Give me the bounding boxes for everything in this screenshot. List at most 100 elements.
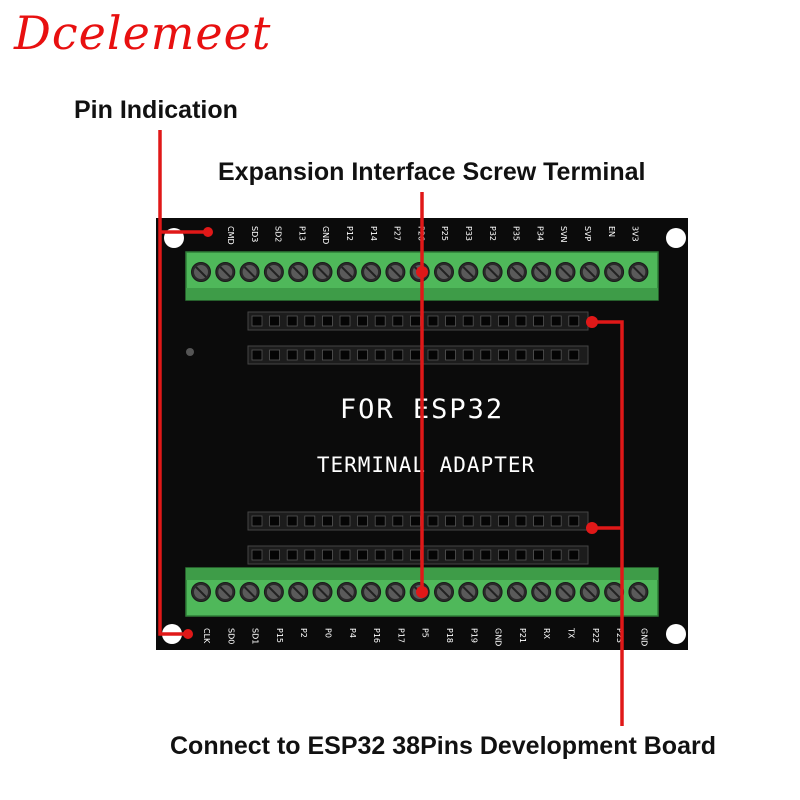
pin-label: P35 (512, 226, 521, 241)
header-socket (409, 549, 421, 561)
pin-label: EN (607, 226, 616, 237)
header-socket (427, 315, 439, 327)
header-socket (427, 515, 439, 527)
header-socket (392, 549, 404, 561)
header-socket (304, 315, 316, 327)
pin-label: P25 (440, 226, 449, 241)
header-socket (480, 549, 492, 561)
pin-label: P23 (615, 628, 624, 643)
pin-label: P32 (488, 226, 497, 241)
pin-label: P34 (535, 226, 544, 241)
header-socket (409, 315, 421, 327)
pin-label: SVP (583, 226, 592, 242)
header-socket (304, 349, 316, 361)
header-socket (445, 315, 457, 327)
pin-label: P17 (396, 628, 405, 643)
header-socket (497, 349, 509, 361)
pin-label: P5 (421, 628, 430, 638)
pin-label: SD2 (274, 226, 283, 242)
pin-indication-label: Pin Indication (74, 96, 238, 124)
board-subtitle: TERMINAL ADAPTER (317, 453, 535, 477)
header-socket (374, 549, 386, 561)
header-socket (357, 515, 369, 527)
pin-label: 3V3 (631, 226, 640, 242)
header-socket (515, 315, 527, 327)
header-socket (339, 549, 351, 561)
header-socket (568, 315, 580, 327)
screw-terminal-label: Expansion Interface Screw Terminal (218, 158, 646, 186)
header-socket (427, 349, 439, 361)
pin-label: GND (494, 628, 503, 646)
header-socket (357, 549, 369, 561)
header-socket (445, 349, 457, 361)
header-socket (550, 315, 562, 327)
header-socket (251, 515, 263, 527)
header-socket (286, 315, 298, 327)
pin-label: P33 (464, 226, 473, 241)
header-socket (339, 349, 351, 361)
pin-label: SD3 (250, 226, 259, 242)
header-socket (497, 549, 509, 561)
pin-label: P22 (591, 628, 600, 643)
connect-board-label: Connect to ESP32 38Pins Development Boar… (170, 732, 716, 760)
header-socket (568, 349, 580, 361)
header-socket (427, 549, 439, 561)
header-socket (462, 549, 474, 561)
pin-label: TX (567, 627, 576, 639)
header-socket (251, 349, 263, 361)
pin-label: GND (639, 628, 648, 646)
mounting-hole-bottom-right (666, 624, 686, 644)
pin-label: P21 (518, 628, 527, 643)
pointer-lines (158, 130, 624, 726)
bottom-screw-terminal (185, 567, 659, 617)
pin-label: P0 (324, 628, 333, 638)
mounting-hole-top-right (666, 228, 686, 248)
brand-logo: Dcelemeet (14, 6, 272, 60)
header-socket (445, 549, 457, 561)
header-socket (409, 349, 421, 361)
pin-label: RX (542, 628, 551, 640)
header-socket (321, 315, 333, 327)
pin-label: P18 (445, 628, 454, 643)
header-socket (321, 515, 333, 527)
pin-label: CMD (226, 226, 235, 245)
header-socket (480, 315, 492, 327)
pin-label: P13 (297, 226, 306, 241)
pin-label: P12 (345, 226, 354, 241)
header-socket (321, 349, 333, 361)
header-socket (339, 315, 351, 327)
header-socket (480, 349, 492, 361)
pin-label: P2 (299, 628, 308, 638)
header-socket (374, 515, 386, 527)
header-socket (462, 515, 474, 527)
header-socket (269, 515, 281, 527)
header-socket (445, 515, 457, 527)
header-socket (304, 515, 316, 527)
header-socket (286, 515, 298, 527)
pin-label: P15 (275, 628, 284, 643)
header-socket (533, 515, 544, 527)
pcb-via (186, 348, 194, 356)
header-socket (269, 349, 281, 361)
header-socket (568, 549, 580, 561)
header-socket (568, 515, 580, 527)
pointer-dots (183, 227, 598, 639)
header-socket (392, 515, 404, 527)
header-socket (392, 349, 404, 361)
header-socket (321, 549, 333, 561)
header-socket (357, 349, 369, 361)
pin-label: P27 (393, 226, 402, 241)
header-socket (392, 315, 404, 327)
header-socket (374, 315, 386, 327)
header-socket (286, 549, 298, 561)
header-socket (304, 549, 316, 561)
pin-label: GND (321, 226, 330, 244)
header-socket (515, 549, 527, 561)
pin-label: SVN (559, 226, 568, 243)
pin-label: SD1 (251, 628, 260, 644)
pin-indication-pointer (158, 130, 188, 636)
header-socket (533, 549, 544, 561)
header-socket (515, 515, 527, 527)
